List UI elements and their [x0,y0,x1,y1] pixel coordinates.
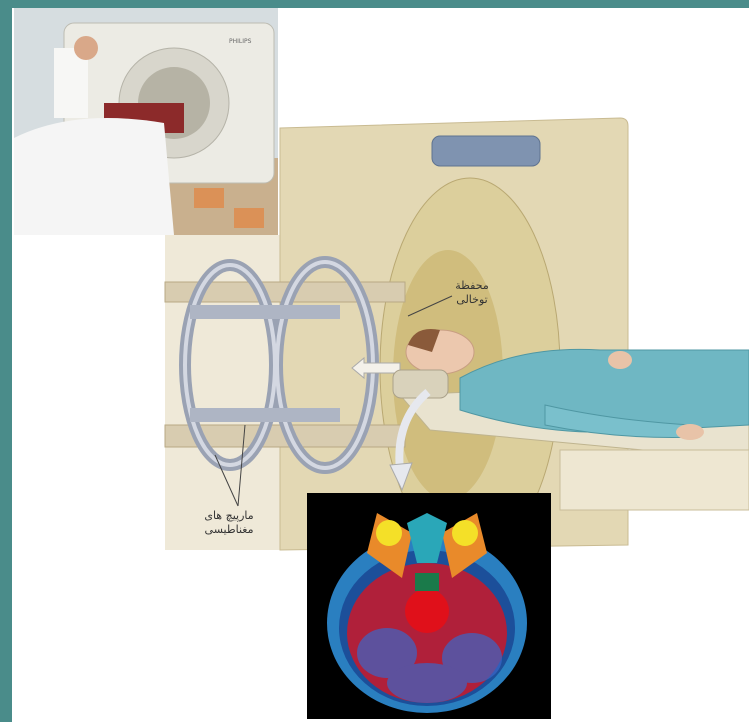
scanner-photo: PHILIPS [14,8,278,235]
mri-brain-scan [307,493,551,719]
brand-text: PHILIPS [229,38,252,45]
hollow-capsule-label: محفظة توخالی [432,279,512,307]
magnetic-coils-label: مارپیچ های مغناطیسی [174,509,284,537]
